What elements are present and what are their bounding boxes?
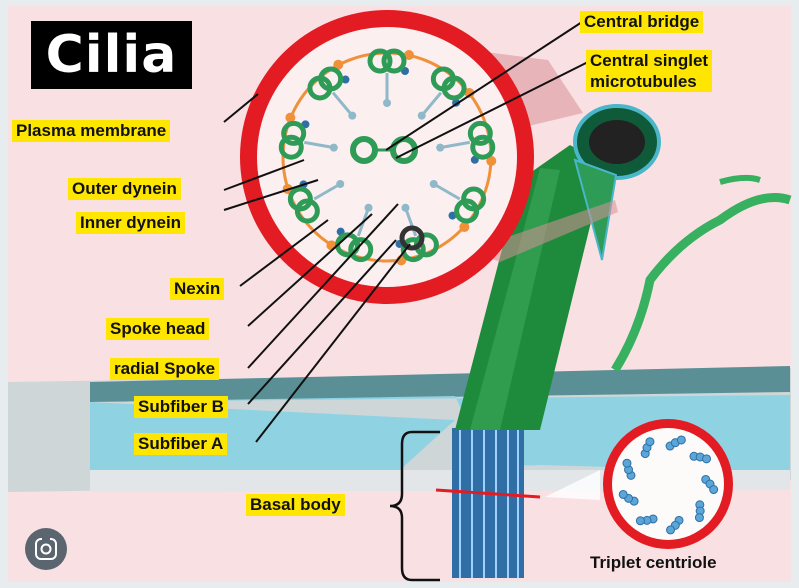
label-nexin: Nexin xyxy=(170,278,224,300)
label-inner-dynein: Inner dynein xyxy=(76,212,185,234)
label-central-singlet-microtubules: Central singlet microtubules xyxy=(586,50,712,92)
centriole-microtubule xyxy=(646,438,654,446)
label-triplet-centriole: Triplet centriole xyxy=(590,553,717,573)
centriole-microtubule xyxy=(703,455,711,463)
centriole-microtubule xyxy=(710,486,718,494)
label-outer-dynein: Outer dynein xyxy=(68,178,181,200)
label-radial-spoke: radial Spoke xyxy=(110,358,219,380)
label-spoke-head: Spoke head xyxy=(106,318,209,340)
centriole-microtubule xyxy=(619,490,627,498)
label-subfiber-b: Subfiber B xyxy=(134,396,228,418)
image-search-icon[interactable] xyxy=(25,528,67,570)
centriole-microtubule xyxy=(623,459,631,467)
axoneme-cross-section xyxy=(240,10,534,304)
centriole-microtubule xyxy=(677,436,685,444)
page-title: Cilia xyxy=(31,21,192,89)
label-central-bridge: Central bridge xyxy=(580,11,703,33)
label-basal-body: Basal body xyxy=(246,494,345,516)
label-subfiber-a: Subfiber A xyxy=(134,433,227,455)
label-plasma-membrane: Plasma membrane xyxy=(12,120,170,142)
centriole-microtubule xyxy=(667,526,675,534)
centriole-microtubule xyxy=(636,517,644,525)
centriole-microtubule xyxy=(695,514,703,522)
